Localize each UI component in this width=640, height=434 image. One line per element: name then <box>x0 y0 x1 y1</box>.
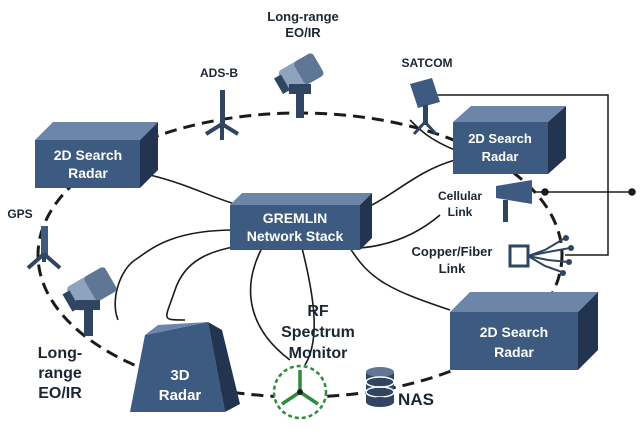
radar-top-left: 2D Search Radar <box>35 122 158 188</box>
cellular-link: Cellular Link <box>438 180 532 222</box>
rf-line1: RF <box>307 303 329 320</box>
cellular-line2: Link <box>448 205 473 219</box>
network-links <box>114 119 456 366</box>
camera-icon <box>62 267 117 312</box>
radar-top-left-line2: Radar <box>68 165 108 181</box>
eoir-left-line2: range <box>38 365 82 382</box>
eoir-top-line2: EO/IR <box>285 25 321 40</box>
gps-label: GPS <box>7 207 32 221</box>
antenna-icon <box>496 180 532 204</box>
camera-icon <box>273 53 324 95</box>
rf-antenna-icon <box>281 370 319 406</box>
radar-top-right-line2: Radar <box>482 149 519 164</box>
copper-fiber-line1: Copper/Fiber <box>412 244 493 259</box>
database-icon <box>365 367 395 407</box>
radar-top-left-line1: 2D Search <box>54 147 122 163</box>
connector-icon <box>508 244 530 268</box>
radar-3d-line2: Radar <box>159 387 202 404</box>
radar-bottom-right-line2: Radar <box>494 344 534 360</box>
right-wiring <box>435 94 636 256</box>
cellular-line1: Cellular <box>438 189 482 203</box>
rf-line2: Spectrum <box>281 324 355 341</box>
nas-storage: NAS <box>365 367 434 409</box>
rf-spectrum-monitor: RF Spectrum Monitor <box>272 303 355 420</box>
gps-antenna: GPS <box>7 207 62 270</box>
copper-fiber-line2: Link <box>439 261 466 276</box>
eoir-top-line1: Long-range <box>267 9 339 24</box>
nas-label: NAS <box>398 390 434 409</box>
radar-bottom-right-line1: 2D Search <box>480 324 548 340</box>
eoir-left-line1: Long- <box>38 345 82 362</box>
satcom-terminal: SATCOM <box>401 56 453 136</box>
gremlin-line1: GREMLIN <box>263 210 328 226</box>
eoir-top: Long-range EO/IR <box>267 9 339 118</box>
adsb-label: ADS-B <box>200 66 238 80</box>
radar-bottom-right: 2D Search Radar <box>450 292 598 370</box>
gremlin-network-stack: GREMLIN Network Stack <box>230 193 372 250</box>
rf-line3: Monitor <box>289 345 348 362</box>
eoir-left-line3: EO/IR <box>38 385 82 402</box>
radar-top-right: 2D Search Radar <box>453 106 566 174</box>
radar-top-right-line1: 2D Search <box>468 131 532 146</box>
radar-3d: 3D Radar <box>130 322 240 412</box>
copper-fiber-link: Copper/Fiber Link <box>412 235 574 276</box>
satcom-label: SATCOM <box>401 56 452 70</box>
gremlin-line2: Network Stack <box>247 228 344 244</box>
eoir-left: Long- range EO/IR <box>38 267 117 402</box>
adsb-antenna: ADS-B <box>200 66 240 140</box>
radar-3d-line1: 3D <box>170 367 189 384</box>
